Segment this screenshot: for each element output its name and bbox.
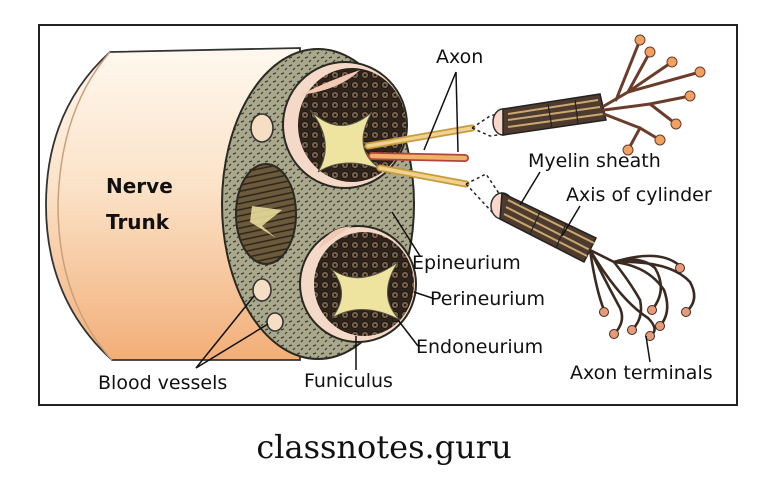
leader-myelin bbox=[519, 171, 541, 206]
upper-myelinated-fiber bbox=[471, 34, 706, 156]
lower-funiculus bbox=[299, 225, 417, 343]
axon-fibers bbox=[364, 124, 476, 188]
left-funiculus bbox=[235, 163, 297, 265]
figure-frame bbox=[38, 24, 738, 406]
label-endoneurium: Endoneurium bbox=[416, 336, 544, 358]
leader-perineurium bbox=[413, 291, 433, 299]
label-trunk: Trunk bbox=[106, 210, 170, 234]
leader-axis bbox=[561, 205, 581, 237]
leader-axon bbox=[423, 71, 459, 153]
blood-vessel-shapes bbox=[250, 113, 284, 332]
label-myelin-sheath: Myelin sheath bbox=[528, 150, 661, 172]
lower-myelinated-fiber bbox=[465, 173, 696, 341]
label-epineurium: Epineurium bbox=[412, 252, 521, 274]
leader-axon-terminals bbox=[645, 335, 651, 363]
leader-blood-vessels bbox=[195, 295, 269, 369]
label-axis-of-cylinder: Axis of cylinder bbox=[566, 184, 712, 206]
label-axon-terminals: Axon terminals bbox=[570, 362, 713, 384]
label-nerve: Nerve bbox=[106, 174, 173, 198]
label-axon: Axon bbox=[436, 46, 484, 68]
label-funiculus: Funiculus bbox=[304, 370, 393, 392]
leader-epineurium bbox=[391, 211, 421, 257]
source-caption: classnotes.guru bbox=[256, 428, 512, 466]
label-perineurium: Perineurium bbox=[430, 288, 545, 310]
label-blood-vessels: Blood vessels bbox=[98, 372, 228, 394]
leader-lines bbox=[195, 71, 651, 370]
leader-endoneurium bbox=[397, 319, 419, 347]
